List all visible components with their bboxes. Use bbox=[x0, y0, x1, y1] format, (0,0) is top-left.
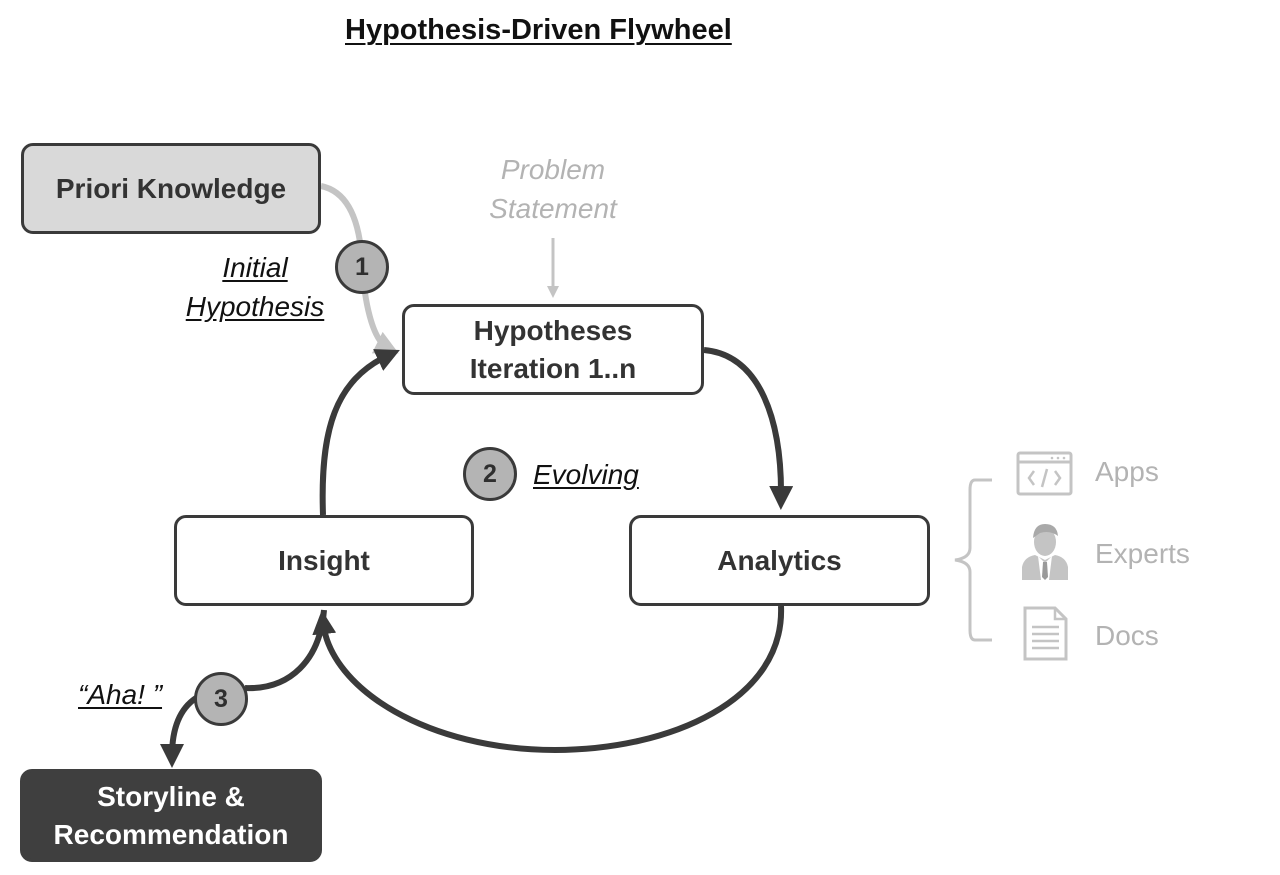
sources-bracket bbox=[954, 478, 992, 642]
hypotheses-iteration-box: Hypotheses Iteration 1..n bbox=[402, 304, 704, 395]
expert-person-icon bbox=[1022, 524, 1068, 580]
initial-hypothesis-label: Initial Hypothesis bbox=[172, 248, 338, 326]
step-3-badge: 3 bbox=[194, 672, 248, 726]
insight-to-hypotheses-arrow bbox=[319, 349, 400, 516]
analytics-label: Analytics bbox=[717, 544, 842, 576]
step-2-badge: 2 bbox=[463, 447, 517, 501]
page-title: Hypothesis-Driven Flywheel bbox=[345, 14, 732, 46]
hypotheses-label-line-2: Iteration 1..n bbox=[469, 352, 637, 384]
storyline-label-line-2: Recommendation bbox=[53, 818, 289, 850]
evolving-label: Evolving bbox=[533, 459, 639, 490]
source-experts-label: Experts bbox=[1095, 538, 1190, 569]
problem-statement-line-2: Statement bbox=[489, 193, 617, 225]
source-apps-label: Apps bbox=[1095, 456, 1159, 487]
analytics-to-insight-arrow bbox=[312, 605, 785, 754]
initial-hypothesis-line-1: Initial bbox=[222, 252, 288, 283]
analytics-box: Analytics bbox=[629, 515, 930, 606]
source-docs-label: Docs bbox=[1095, 620, 1159, 651]
aha-to-storyline-arrow bbox=[244, 609, 327, 692]
storyline-label-line-1: Storyline & bbox=[97, 780, 245, 812]
insight-box: Insight bbox=[174, 515, 474, 606]
hypotheses-to-analytics-arrow bbox=[703, 347, 794, 510]
aha-down-arrow bbox=[160, 695, 198, 768]
priori-knowledge-box: Priori Knowledge bbox=[21, 143, 321, 234]
problem-statement: Problem Statement bbox=[470, 150, 636, 228]
problem-statement-line-1: Problem bbox=[500, 154, 606, 185]
document-icon bbox=[1023, 606, 1068, 661]
code-window-icon bbox=[1016, 451, 1073, 496]
storyline-recommendation-box: Storyline & Recommendation bbox=[20, 769, 322, 862]
priori-knowledge-label: Priori Knowledge bbox=[55, 172, 287, 204]
initial-hypothesis-line-2: Hypothesis bbox=[185, 291, 325, 323]
insight-label: Insight bbox=[278, 544, 370, 576]
aha-label: “Aha! ” bbox=[78, 679, 163, 710]
hypotheses-label-line-1: Hypotheses bbox=[473, 314, 633, 346]
step-1-badge: 1 bbox=[335, 240, 389, 294]
